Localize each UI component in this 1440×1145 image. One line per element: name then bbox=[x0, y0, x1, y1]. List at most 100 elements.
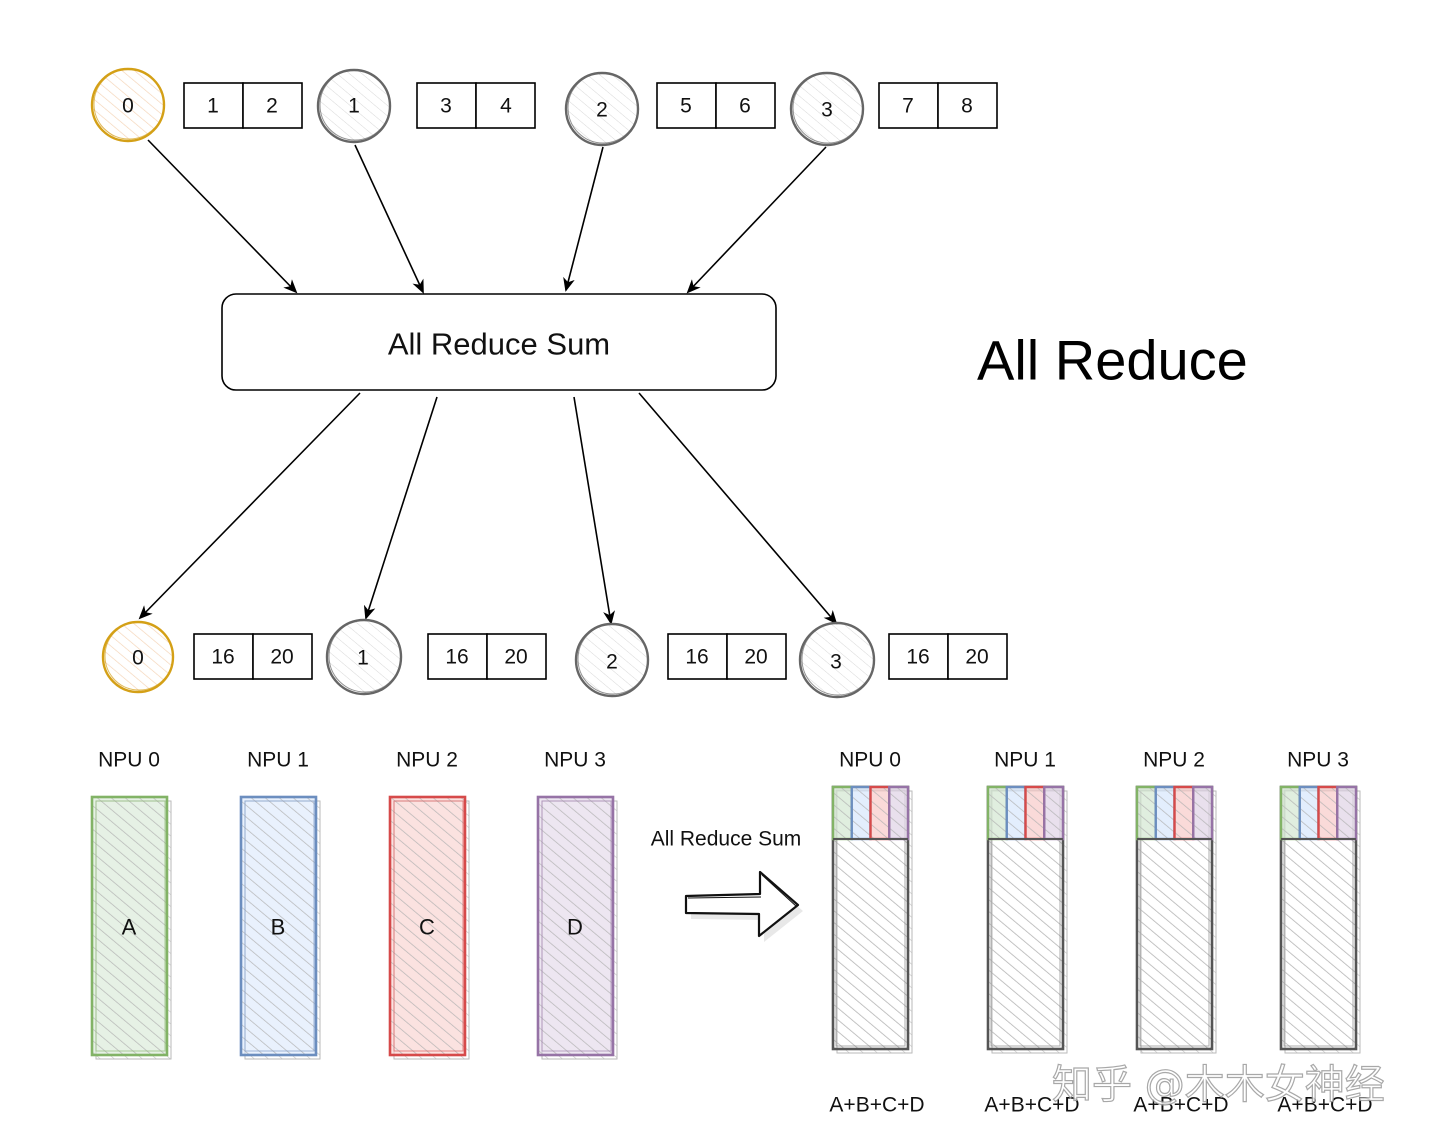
output-arrows bbox=[138, 392, 838, 625]
value-cell bbox=[252, 633, 313, 680]
value-text: 4 bbox=[500, 95, 512, 118]
chunk-segment-red bbox=[1173, 785, 1195, 841]
input-rank-3: 3 7 8 bbox=[789, 71, 998, 147]
npu-label: NPU 3 bbox=[544, 749, 606, 772]
value-cell bbox=[475, 82, 536, 129]
npu-label: NPU 1 bbox=[247, 749, 309, 772]
before-npus: NPU 0 A NPU 1 B NPU 2 C NPU 3 D bbox=[90, 749, 618, 1060]
input-rank-0: 0 1 2 bbox=[90, 67, 303, 143]
output-rank-3: 3 16 20 bbox=[798, 621, 1008, 699]
value-text: 7 bbox=[902, 95, 914, 118]
value-cell bbox=[726, 633, 787, 680]
arrow-reduce-to-rank2 bbox=[573, 396, 615, 625]
arrow-reduce-to-rank1 bbox=[363, 396, 438, 620]
arrow-rank2-to-reduce bbox=[563, 146, 604, 292]
value-cell bbox=[416, 82, 477, 129]
chunk-segment-green bbox=[986, 785, 1008, 841]
value-text: 16 bbox=[685, 646, 708, 669]
before-npu-0: NPU 0 A bbox=[90, 749, 172, 1060]
rank-label: 2 bbox=[606, 651, 618, 674]
chunk-segment-red bbox=[869, 785, 891, 841]
chunk-segment-blue bbox=[1298, 785, 1320, 841]
value-text: 8 bbox=[961, 95, 973, 118]
value-text: 1 bbox=[207, 95, 219, 118]
data-block-label: B bbox=[271, 915, 286, 940]
input-rank-2: 2 5 6 bbox=[564, 71, 776, 147]
output-rank-1: 1 16 20 bbox=[325, 618, 547, 696]
diagram-title: All Reduce bbox=[977, 329, 1248, 392]
watermark: 知乎 @木木女神经 bbox=[1052, 1062, 1385, 1108]
value-cell bbox=[888, 633, 949, 680]
result-label: A+B+C+D bbox=[1277, 1094, 1372, 1117]
arrow-rank3-to-reduce bbox=[686, 146, 827, 294]
rank-label: 3 bbox=[821, 99, 833, 122]
chunk-segment-green bbox=[831, 785, 853, 841]
value-cell bbox=[183, 82, 244, 129]
value-text: 20 bbox=[965, 646, 988, 669]
npu-label: NPU 0 bbox=[839, 749, 901, 772]
value-cell bbox=[947, 633, 1008, 680]
before-npu-3: NPU 3 D bbox=[536, 749, 618, 1060]
rank-label: 2 bbox=[596, 99, 608, 122]
before-npu-2: NPU 2 C bbox=[388, 749, 470, 1060]
input-arrows bbox=[147, 139, 827, 294]
arrow-rank1-to-reduce bbox=[354, 144, 424, 294]
npu-label: NPU 3 bbox=[1287, 749, 1349, 772]
value-text: 20 bbox=[270, 646, 293, 669]
data-block-label: C bbox=[419, 915, 435, 940]
chunk-segment-blue bbox=[1154, 785, 1176, 841]
data-block bbox=[536, 795, 615, 1057]
reduce-box: All Reduce Sum bbox=[221, 293, 777, 391]
chunk-segment-purple bbox=[1043, 785, 1065, 841]
data-block bbox=[388, 795, 467, 1057]
value-cell bbox=[193, 633, 254, 680]
transform-arrow-icon bbox=[684, 870, 803, 942]
after-npu-1: NPU 1A+B+C+D bbox=[984, 749, 1079, 1117]
value-cell bbox=[878, 82, 939, 129]
chunk-segment-red bbox=[1317, 785, 1339, 841]
data-block-label: D bbox=[567, 915, 583, 940]
npu-label: NPU 0 bbox=[98, 749, 160, 772]
input-rank-1: 1 3 4 bbox=[316, 68, 536, 144]
arrow-reduce-to-rank0 bbox=[138, 392, 361, 620]
value-text: 16 bbox=[211, 646, 234, 669]
chunk-segment-blue bbox=[1005, 785, 1027, 841]
value-text: 16 bbox=[445, 646, 468, 669]
value-text: 2 bbox=[266, 95, 278, 118]
before-npu-1: NPU 1 B bbox=[239, 749, 321, 1060]
value-cell bbox=[427, 633, 488, 680]
reduce-box-label: All Reduce Sum bbox=[388, 327, 610, 362]
npu-label: NPU 2 bbox=[396, 749, 458, 772]
npu-label: NPU 1 bbox=[994, 749, 1056, 772]
value-text: 5 bbox=[680, 95, 692, 118]
arrow-rank0-to-reduce bbox=[147, 139, 298, 294]
value-cell bbox=[656, 82, 717, 129]
output-rank-0: 0 16 20 bbox=[101, 620, 313, 694]
chunk-segment-green bbox=[1135, 785, 1157, 841]
rank-label: 0 bbox=[122, 95, 134, 118]
after-npu-2: NPU 2 A+B+C+D bbox=[1133, 749, 1228, 1117]
value-text: 20 bbox=[504, 646, 527, 669]
arrow-reduce-to-rank3 bbox=[638, 392, 838, 625]
value-cell bbox=[486, 633, 547, 680]
output-rank-2: 2 16 20 bbox=[574, 622, 787, 698]
chunk-segment-green bbox=[1279, 785, 1301, 841]
rank-label: 1 bbox=[357, 647, 369, 670]
value-text: 6 bbox=[739, 95, 751, 118]
chunk-segment-purple bbox=[888, 785, 910, 841]
chunk-segment-blue bbox=[850, 785, 872, 841]
value-cell bbox=[242, 82, 303, 129]
data-block bbox=[90, 795, 169, 1057]
data-block-label: A bbox=[122, 915, 137, 940]
value-text: 3 bbox=[440, 95, 452, 118]
npu-label: NPU 2 bbox=[1143, 749, 1205, 772]
rank-label: 1 bbox=[348, 95, 360, 118]
operation-label: All Reduce Sum bbox=[651, 828, 802, 851]
rank-label: 3 bbox=[830, 651, 842, 674]
after-npu-3: NPU 3 A+B+C+D bbox=[1277, 749, 1372, 1117]
result-label: A+B+C+D bbox=[1133, 1094, 1228, 1117]
rank-label: 0 bbox=[132, 647, 144, 670]
value-cell bbox=[715, 82, 776, 129]
